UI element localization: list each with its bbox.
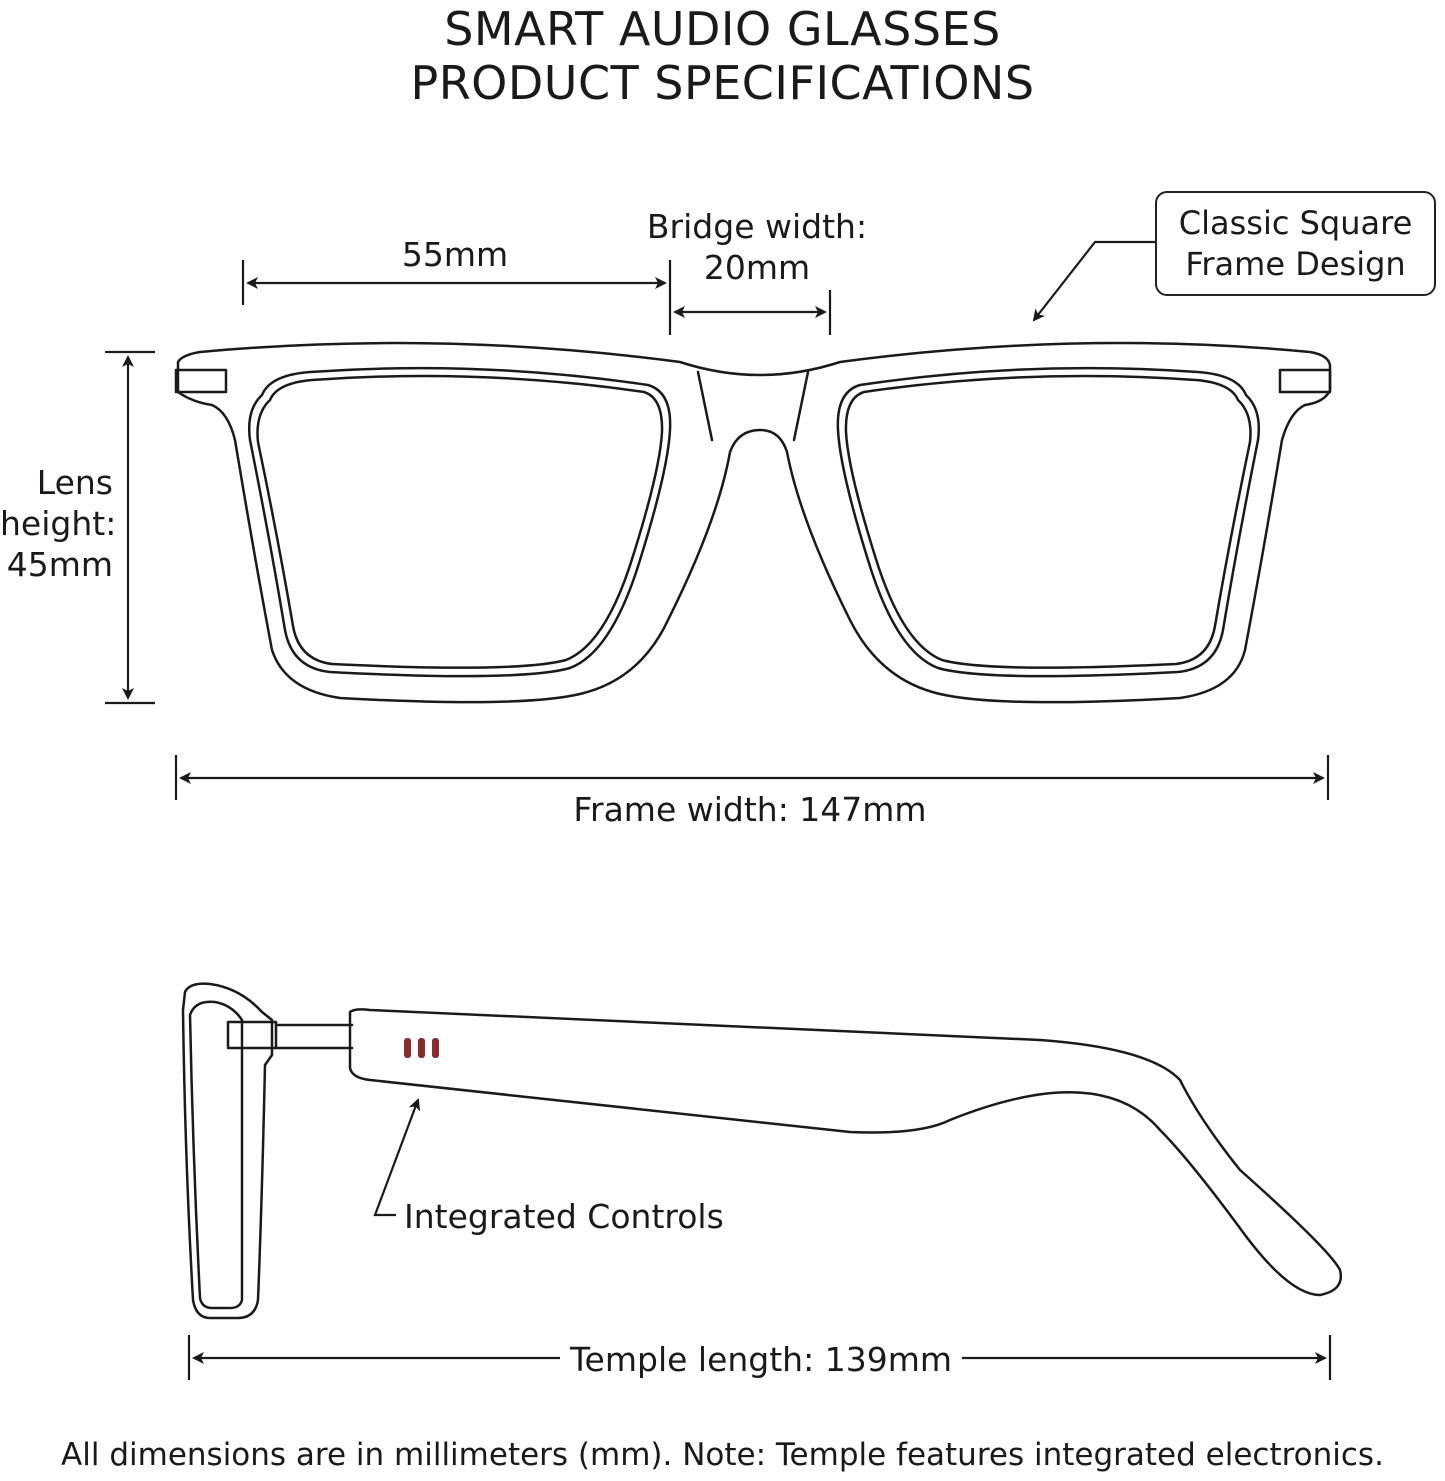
temple-length-label: Temple length: 139mm xyxy=(570,1340,952,1379)
temple-arm xyxy=(348,1008,1343,1297)
nose-pad-left xyxy=(696,370,714,442)
frame-design-callout: Classic Square Frame Design xyxy=(1155,191,1436,296)
title-line-2: PRODUCT SPECIFICATIONS xyxy=(410,56,1035,110)
control-buttons xyxy=(404,1038,439,1058)
frame-width-label: Frame width: 147mm xyxy=(573,790,927,829)
hinge-left xyxy=(174,368,228,394)
footer-note: All dimensions are in millimeters (mm). … xyxy=(61,1437,1384,1473)
callout-line-1: Classic Square xyxy=(1178,203,1413,242)
bridge-width-value: 20mm xyxy=(703,248,811,287)
control-button-1 xyxy=(404,1038,411,1058)
controls-leader xyxy=(373,1098,421,1217)
lens-height-label-line2: height: xyxy=(0,504,117,543)
bridge-width-label: Bridge width: xyxy=(646,207,868,246)
right-lens-inner xyxy=(844,374,1252,669)
control-button-2 xyxy=(418,1038,425,1058)
integrated-controls-label: Integrated Controls xyxy=(404,1197,724,1236)
side-frame-inner xyxy=(188,1000,244,1310)
lens-width-label: 55mm xyxy=(401,235,509,274)
lens-height-label-line1: Lens xyxy=(36,463,113,502)
hinge-connector xyxy=(274,1023,354,1050)
nose-pad-right xyxy=(792,370,810,442)
left-lens-inner xyxy=(256,374,664,669)
right-lens-rim xyxy=(836,366,1260,678)
callout-line-2: Frame Design xyxy=(1185,244,1406,283)
left-lens-rim xyxy=(248,366,672,678)
control-button-3 xyxy=(432,1038,439,1058)
front-frame-outline xyxy=(176,341,1332,704)
title-line-1: SMART AUDIO GLASSES xyxy=(444,2,1001,56)
side-frame-front xyxy=(181,982,274,1320)
lens-height-value: 45mm xyxy=(6,545,113,584)
side-hinge xyxy=(226,1020,278,1050)
callout-leader xyxy=(1032,240,1155,322)
hinge-right xyxy=(1278,368,1332,394)
